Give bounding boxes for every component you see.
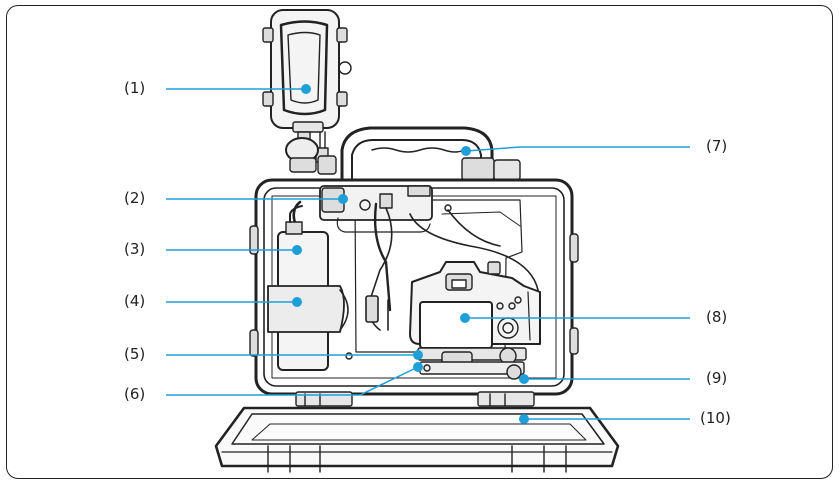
cables <box>365 207 541 341</box>
carry-handle <box>340 126 521 182</box>
trail-camera <box>262 9 352 175</box>
marker-5 <box>413 350 423 360</box>
dslr-camera <box>409 261 541 367</box>
callout-label-8: (8) <box>706 308 728 326</box>
diagram-frame <box>6 5 833 479</box>
mount-base <box>419 361 525 380</box>
marker-3 <box>292 245 302 255</box>
callout-label-5: (5) <box>124 345 146 363</box>
callout-label-7: (7) <box>706 137 728 155</box>
marker-2 <box>338 194 348 204</box>
marker-4 <box>292 297 302 307</box>
marker-6 <box>413 362 423 372</box>
control-module <box>292 185 433 312</box>
callout-label-4: (4) <box>124 292 146 310</box>
marker-8 <box>460 313 470 323</box>
battery-pack <box>267 205 349 371</box>
callout-label-6: (6) <box>124 385 146 403</box>
callout-label-10: (10) <box>700 409 731 427</box>
callout-label-3: (3) <box>124 240 146 258</box>
callout-label-9: (9) <box>706 369 728 387</box>
marker-10 <box>519 414 529 424</box>
case-lid <box>214 406 620 473</box>
leader-line-7 <box>465 146 690 152</box>
marker-9 <box>519 374 529 384</box>
callout-label-2: (2) <box>124 189 146 207</box>
hinges <box>295 391 535 407</box>
leader-line-6 <box>166 366 419 396</box>
marker-7 <box>461 146 471 156</box>
marker-1 <box>301 84 311 94</box>
callout-label-1: (1) <box>124 79 146 97</box>
